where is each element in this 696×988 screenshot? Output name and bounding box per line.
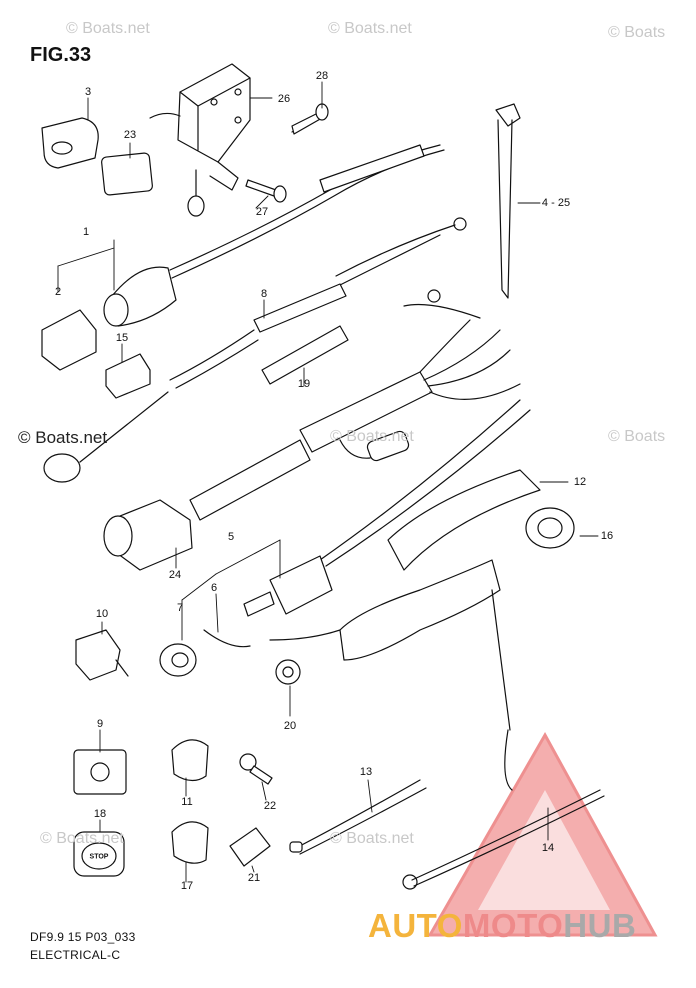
callout-23: 23 <box>123 129 137 141</box>
part-11-cap <box>171 739 209 782</box>
part-7-nut <box>159 643 197 677</box>
brand-wordmark: AUTOMOTOHUB <box>368 907 636 945</box>
watermark: © Boats.net <box>328 20 412 37</box>
callout-27: 27 <box>255 206 269 218</box>
part-21-sleeve <box>229 827 271 867</box>
main-harness <box>103 289 521 571</box>
part-9-plate <box>73 749 127 795</box>
part-23-cap <box>101 152 153 196</box>
callout-19: 19 <box>297 378 311 390</box>
callout-22: 22 <box>263 800 277 812</box>
part-2-plug <box>41 309 97 371</box>
footer-code: DF9.9 15 P03_033 <box>30 930 136 944</box>
callout-18: 18 <box>93 808 107 820</box>
callout-24: 24 <box>168 569 182 581</box>
part-grommet-lower <box>43 391 169 483</box>
callout-6: 6 <box>210 582 218 594</box>
figure-title: FIG.33 <box>30 44 92 66</box>
callout-15: 15 <box>115 332 129 344</box>
brand-part-hub: HUB <box>563 907 637 944</box>
part-17-cap <box>171 821 209 864</box>
part-19-ribbed-tube <box>261 325 349 385</box>
part-14-wire <box>402 789 605 890</box>
part-1-harness <box>103 144 467 327</box>
part-27-screw <box>245 179 287 203</box>
part-20-washer <box>275 659 301 685</box>
part-22-bolt <box>239 753 273 785</box>
callout-17: 17 <box>180 880 194 892</box>
callout-21: 21 <box>247 872 261 884</box>
callout-8: 8 <box>260 288 268 300</box>
part-12-corrugated-tube <box>387 469 541 571</box>
brand-triangle-icon <box>427 731 658 937</box>
part-3-grommet <box>41 117 99 169</box>
footer-section: ELECTRICAL-C <box>30 948 121 962</box>
watermark: © Boats.net <box>330 830 414 847</box>
callout-16: 16 <box>600 530 614 542</box>
callout-7: 7 <box>176 602 184 614</box>
callout-20: 20 <box>283 720 297 732</box>
watermark: © Boats.net <box>66 20 150 37</box>
part-26-switch-box <box>149 63 251 217</box>
watermark: © Boats.net <box>40 830 124 847</box>
watermark: © Boats <box>608 24 666 41</box>
part-16-grommet <box>525 507 575 549</box>
part-13-wires <box>289 779 427 855</box>
watermark: © Boats <box>608 428 666 445</box>
callout-12: 12 <box>573 476 587 488</box>
callout-3: 3 <box>84 86 92 98</box>
callout-10: 10 <box>95 608 109 620</box>
part-18-stop-plate <box>73 831 125 877</box>
callout-26: 26 <box>277 93 291 105</box>
callout-14: 14 <box>541 842 555 854</box>
part-5-plug <box>243 399 531 617</box>
part-6-clip <box>203 629 251 648</box>
part-8-tube <box>169 283 347 389</box>
brand-part-moto: MOTO <box>462 907 564 944</box>
callout-2: 2 <box>54 286 62 298</box>
stop-label: STOP <box>89 853 109 861</box>
callout-5: 5 <box>227 531 235 543</box>
part-4-25-cable-tie <box>495 103 521 299</box>
part-coiled-cord <box>269 559 513 791</box>
callout-28: 28 <box>315 70 329 82</box>
watermark: © Boats.net <box>330 428 414 445</box>
part-28-screw <box>291 103 329 135</box>
watermark-dark: © Boats.net <box>18 428 108 447</box>
part-10-switch <box>75 629 129 681</box>
callout-1: 1 <box>82 226 90 238</box>
leader-lines <box>57 81 599 883</box>
callout-13: 13 <box>359 766 373 778</box>
callout-11: 11 <box>181 796 193 808</box>
part-15-cap <box>105 353 151 399</box>
callout-4-25: 4 - 25 <box>541 197 571 209</box>
callout-9: 9 <box>96 718 104 730</box>
brand-part-auto: AUTO <box>368 907 463 944</box>
